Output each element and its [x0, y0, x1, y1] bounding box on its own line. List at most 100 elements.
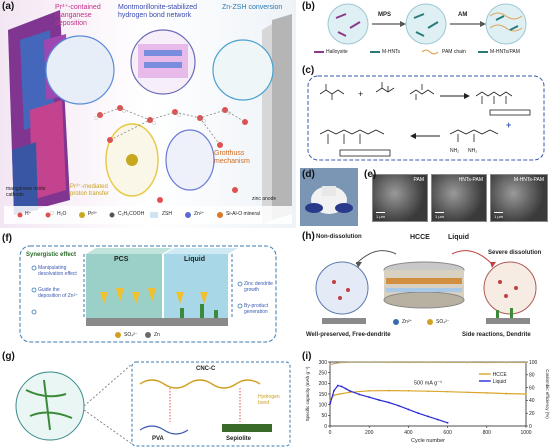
x-tick-label-2: 400 — [404, 430, 413, 436]
panel-b-label: (b) — [302, 1, 315, 12]
series-point-0-1 — [333, 394, 335, 396]
legend-zn-f: Zn — [154, 332, 160, 338]
legend-propionic-acid: C₂H₅COOH — [118, 211, 145, 217]
series-point-1-7 — [368, 396, 371, 399]
series-line-liquid — [329, 384, 448, 424]
title-pr-deposition: Pr³⁺-contained manganese deposition — [55, 4, 101, 27]
panel-g-label: (g) — [2, 351, 15, 362]
y-tick-label-6: 300 — [319, 360, 328, 366]
cathode-crystal — [8, 10, 70, 215]
legend-h2o: H₂O — [57, 211, 67, 217]
panel-b: (b) MPS AM Halloysite M-HNTs PAM chain M… — [300, 0, 550, 62]
y-axis-label: Specific capacity (mAh g⁻¹) — [305, 366, 310, 421]
series-point-2-9 — [485, 361, 488, 364]
synergistic-item-1: Manipulating desolvation effect — [38, 265, 77, 277]
label-hydrogen-bond: Hydrogen bond — [258, 394, 280, 406]
legend-pam-chain: PAM chain — [442, 49, 466, 55]
series-point-0-11 — [505, 392, 508, 395]
series-point-2-2 — [348, 361, 351, 364]
label-grotthuss: Grotthuss mechanism — [214, 150, 250, 165]
y2-tick-label-5: 100 — [529, 360, 538, 366]
x-tick-label-3: 600 — [443, 430, 452, 436]
series-point-1-9 — [387, 401, 390, 404]
sem-pam: PAM 1 μm — [372, 174, 428, 222]
sem-pam-label: PAM — [413, 177, 424, 183]
series-point-1-11 — [407, 408, 410, 411]
panel-e: (e) PAM 1 μm HNTs-PAM 1 μm M-HNTs-PAM 1 … — [362, 168, 550, 226]
nh2-right: NH₂ — [468, 148, 478, 154]
series-point-0-8 — [446, 390, 449, 393]
series-point-0-2 — [338, 393, 341, 395]
grotthuss-ellipse — [165, 129, 215, 191]
legend-pr: Pr³⁺ — [88, 211, 98, 217]
panel-h-label: (h) — [302, 231, 315, 242]
x-tick-label-1: 200 — [365, 430, 374, 436]
x-tick-label-0: 0 — [329, 430, 332, 436]
panel-f-label: (f) — [2, 233, 12, 244]
series-point-1-10 — [397, 404, 400, 407]
panel-f: (f) PCS Liquid Synergistic effect Manipu… — [0, 232, 296, 346]
legend-m-hnts: M-HNTs — [382, 49, 401, 55]
y2-axis-label: Coulombic efficiency (%) — [545, 369, 550, 419]
y2-tick-label-0: 0 — [529, 424, 532, 430]
zsh-circle — [212, 39, 274, 101]
label-hcce: HCCE — [410, 234, 430, 241]
hydrogel-photo — [300, 168, 358, 226]
sem-m-hnts-pam-scale: 1 μm — [494, 212, 503, 219]
pr-deposition-circle — [45, 35, 115, 105]
x-axis-label: Cycle number — [411, 438, 445, 444]
legend-si-al-o: Si-Al-O mineral — [226, 211, 260, 217]
legend-so4-h: SO₄²⁻ — [436, 319, 450, 325]
plot-frame — [329, 361, 527, 427]
series-point-0-3 — [348, 391, 351, 394]
legend-so4: SO₄²⁻ — [124, 332, 138, 338]
caption-side-reactions: Side reactions, Dendrite — [462, 332, 531, 338]
y-tick-label-4: 200 — [319, 381, 328, 387]
series-point-1-6 — [358, 393, 361, 396]
panel-i-label: (i) — [302, 351, 312, 362]
title-zn-zsh: Zn-ZSH conversion — [222, 4, 283, 11]
caption-well-preserved: Well-preserved, Free-dendrite — [306, 332, 391, 338]
y-tick-label-5: 250 — [319, 370, 328, 376]
panel-g: (g) CNC-C PVA Sepiolite Hydrogen bond — [0, 350, 296, 448]
step-am: AM — [458, 12, 468, 18]
label-liquid-h: Liquid — [448, 234, 469, 241]
legend-h-plus: H⁺ — [25, 211, 32, 217]
series-point-1-1 — [333, 389, 335, 392]
series-point-1-2 — [336, 384, 339, 387]
panel-c-reaction-scheme: + + — [307, 75, 545, 161]
series-point-2-10 — [505, 361, 508, 364]
zinc-anode-plate — [272, 14, 292, 220]
panel-f-illustration — [19, 245, 277, 343]
panel-d-label: (d) — [302, 169, 315, 180]
x-tick-label-5: 1000 — [520, 430, 531, 436]
y2-tick-label-4: 80 — [529, 373, 535, 379]
series-point-1-3 — [340, 385, 343, 388]
legend-halloysite: Halloysite — [326, 49, 348, 55]
y-tick-label-3: 150 — [319, 392, 328, 398]
sem-pam-scale: 1 μm — [376, 212, 385, 219]
label-cathode: manganese oxide cathode — [6, 186, 46, 198]
panel-a: (a) — [0, 0, 296, 228]
liquid-item-1: Zinc dendrite growth — [244, 281, 273, 293]
series-point-1-14 — [436, 418, 439, 421]
svg-text:+: + — [358, 89, 363, 99]
label-cnc-c: CNC-C — [196, 366, 216, 372]
y-tick-label-2: 100 — [319, 402, 328, 408]
series-point-2-4 — [387, 361, 390, 364]
sem-hnts-pam-scale: 1 μm — [435, 212, 444, 219]
sem-m-hnts-pam-label: M-HNTs-PAM — [513, 177, 544, 183]
nh2-left: NH₂ — [450, 148, 460, 154]
series-point-0-12 — [525, 393, 527, 395]
series-point-2-8 — [466, 361, 469, 364]
label-pr-proton-transfer: Pr³⁺-mediated proton transfer — [70, 184, 110, 197]
series-point-1-8 — [378, 399, 380, 401]
x-tick-label-4: 800 — [483, 430, 492, 436]
svg-text:+: + — [506, 120, 511, 130]
legend-m-hnts-pam: M-HNTs/PAM — [490, 49, 520, 55]
series-point-2-11 — [525, 361, 527, 364]
panel-g-illustration — [15, 361, 291, 447]
series-point-0-7 — [427, 390, 429, 393]
